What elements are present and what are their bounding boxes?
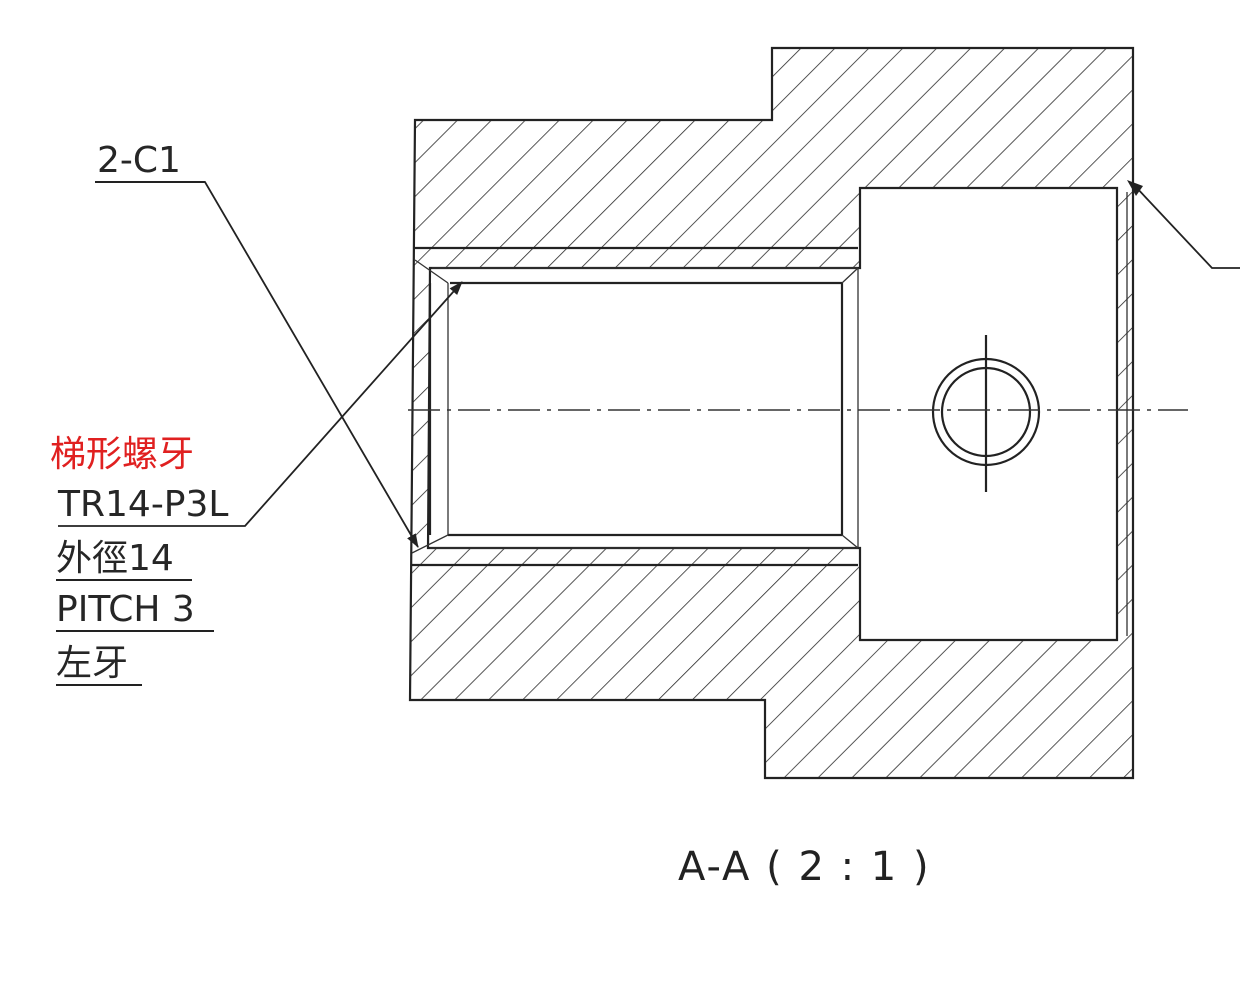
thread-leader-line	[58, 281, 463, 527]
chamfer-label: 2-C1	[97, 140, 181, 181]
section-caption: A-A ( 2 : 1 )	[678, 844, 931, 890]
thread-type-label: 梯形螺牙	[50, 434, 194, 475]
thread-spec-label: TR14-P3L	[57, 484, 228, 525]
right-edge-leader-arrow	[1127, 180, 1143, 196]
right-edge-leader-line	[1134, 185, 1240, 269]
outer-contour	[408, 46, 1135, 780]
outer-diameter-label: 外徑14	[56, 538, 174, 579]
hand-label: 左牙	[56, 643, 128, 684]
section-hatch	[410, 48, 1133, 778]
chamfer-line-top-left	[414, 259, 449, 284]
chamfer-line-bottom-right	[841, 534, 859, 549]
chamfer-line-bottom-left	[411, 534, 449, 554]
pitch-label: PITCH 3	[56, 589, 195, 630]
chamfer-line-top-right	[841, 267, 859, 284]
